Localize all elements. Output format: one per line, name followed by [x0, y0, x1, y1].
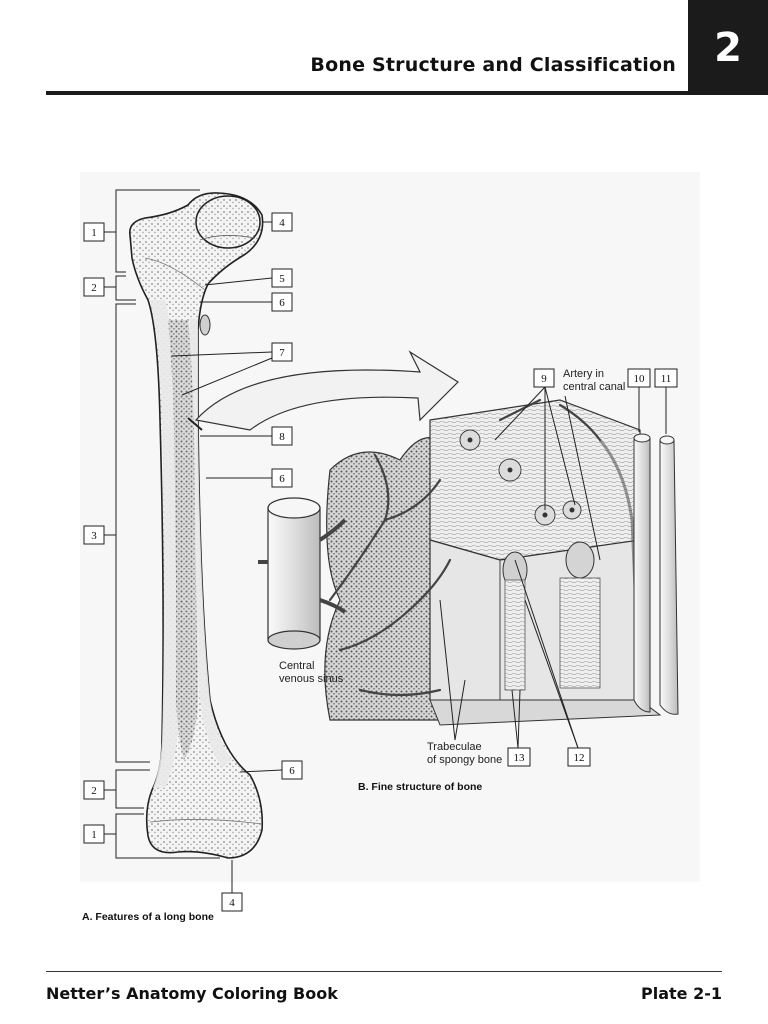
label-box-9: 9 — [534, 369, 554, 387]
artery-label-line2: central canal — [563, 381, 625, 393]
label-box-8: 8 — [272, 427, 292, 445]
sinus-label-line2: venous sinus — [279, 673, 344, 685]
sinus-label-line1: Central — [279, 660, 314, 672]
svg-text:6: 6 — [279, 297, 285, 309]
svg-text:6: 6 — [289, 765, 295, 777]
label-box-12: 12 — [568, 748, 590, 766]
figure-b-caption: B. Fine structure of bone — [358, 781, 482, 793]
svg-text:11: 11 — [661, 373, 672, 385]
svg-text:8: 8 — [279, 431, 285, 443]
svg-text:3: 3 — [91, 530, 97, 542]
svg-text:2: 2 — [91, 785, 97, 797]
svg-text:6: 6 — [279, 473, 285, 485]
label-box-6-middle: 6 — [272, 469, 292, 487]
svg-text:1: 1 — [91, 829, 97, 841]
label-box-6-top: 6 — [272, 293, 292, 311]
svg-text:4: 4 — [229, 897, 235, 909]
footer-plate-number: Plate 2-1 — [641, 984, 722, 1003]
footer-book-title: Netter’s Anatomy Coloring Book — [46, 984, 338, 1003]
label-box-4-bottom: 4 — [222, 893, 242, 911]
label-box-13: 13 — [508, 748, 530, 766]
footer-rule — [46, 971, 722, 972]
svg-text:13: 13 — [514, 752, 526, 764]
label-box-10: 10 — [628, 369, 650, 387]
svg-text:4: 4 — [279, 217, 285, 229]
trabeculae-label-line2: of spongy bone — [427, 754, 502, 766]
label-box-7: 7 — [272, 343, 292, 361]
svg-text:12: 12 — [574, 752, 585, 764]
label-box-6-bottom: 6 — [282, 761, 302, 779]
label-box-4-top: 4 — [272, 213, 292, 231]
svg-text:1: 1 — [91, 227, 97, 239]
label-box-11: 11 — [655, 369, 677, 387]
label-box-5: 5 — [272, 269, 292, 287]
svg-text:5: 5 — [279, 273, 285, 285]
artery-label-line1: Artery in — [563, 368, 604, 380]
svg-text:9: 9 — [541, 373, 547, 385]
svg-text:2: 2 — [91, 282, 97, 294]
trabeculae-label-line1: Trabeculae — [427, 741, 482, 753]
svg-text:10: 10 — [634, 373, 646, 385]
svg-text:7: 7 — [279, 347, 285, 359]
figure-a-caption: A. Features of a long bone — [82, 911, 214, 923]
